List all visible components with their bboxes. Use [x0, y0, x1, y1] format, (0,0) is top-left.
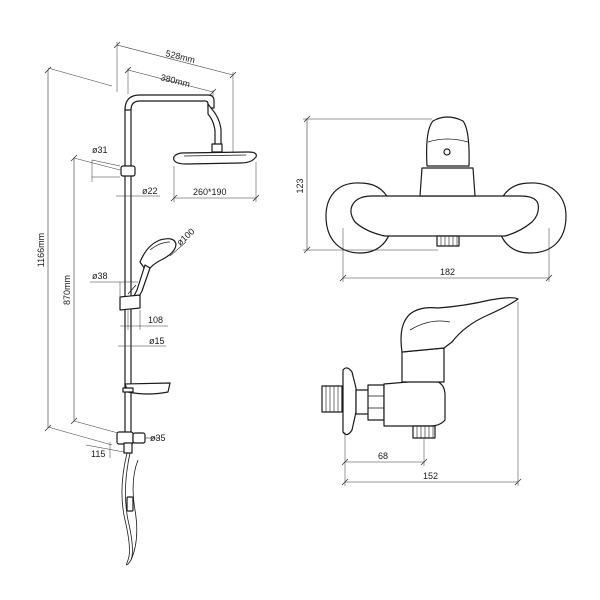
diverter-body — [116, 431, 134, 445]
dim-pipe-diameter: ø22 — [142, 186, 158, 196]
mixer-front-view — [325, 116, 567, 254]
dish-clip — [122, 387, 134, 393]
shower-hose-inner — [125, 452, 133, 561]
dim-holder-diameter: ø38 — [92, 271, 108, 281]
mixer-front-dimensions: 123 182 — [295, 115, 553, 282]
dim-side-outlet: 68 — [378, 451, 388, 461]
dim-diverter-diameter: ø35 — [150, 433, 166, 443]
shower-column — [116, 94, 257, 566]
dim-wall-distance: 115 — [91, 449, 105, 459]
mixer-side-dimensions: 68 152 — [341, 302, 522, 486]
dim-line-arm-length — [127, 69, 214, 93]
head-connector — [211, 143, 223, 153]
cartridge-housing — [419, 167, 476, 197]
dim-pipe-diameter-top: ø31 — [92, 145, 108, 155]
upper-clamp — [120, 165, 136, 177]
dim-mixer-width: 182 — [440, 267, 455, 277]
dim-slider-height: 870mm — [62, 275, 72, 305]
dim-overall-width: 528mm — [165, 48, 197, 65]
mixer-side-view — [321, 297, 519, 439]
hand-shower — [131, 238, 177, 303]
diverter-knob — [132, 432, 146, 444]
wall-flange — [342, 367, 357, 436]
coupling-nut — [367, 384, 385, 421]
inlet-thread — [321, 385, 343, 413]
dim-mixer-height: 123 — [295, 178, 305, 193]
dim-holder-reach: 108 — [148, 315, 163, 325]
hand-shower-holder — [119, 294, 141, 311]
riser-pipe — [124, 107, 132, 451]
holder-arm — [127, 284, 137, 295]
side-body — [383, 379, 446, 427]
head-face-line — [183, 154, 247, 157]
side-lever — [400, 297, 519, 353]
side-cartridge — [401, 347, 445, 383]
lever-handle — [426, 116, 470, 167]
shower-hose — [121, 452, 139, 566]
top-bend — [124, 94, 215, 111]
handle-indicator — [443, 148, 451, 156]
dim-hand-shower-diameter: ø100 — [175, 226, 197, 247]
outlet-thread — [436, 235, 460, 247]
dim-head-size: 260*190 — [193, 187, 227, 197]
hose-nut — [126, 496, 134, 512]
dim-overall-height: 1166mm — [36, 233, 46, 267]
dim-line-overall-width — [116, 44, 234, 76]
side-outlet — [412, 425, 436, 439]
handle-band — [427, 138, 469, 143]
dim-lower-pipe-diameter: ø15 — [149, 336, 165, 346]
shower-arm — [207, 103, 222, 146]
dim-arm-length: 380mm — [160, 72, 192, 89]
mixer-body — [350, 195, 539, 237]
rain-shower-head — [173, 151, 257, 165]
diverter-outlet — [123, 442, 133, 454]
dim-side-depth: 152 — [423, 471, 438, 481]
